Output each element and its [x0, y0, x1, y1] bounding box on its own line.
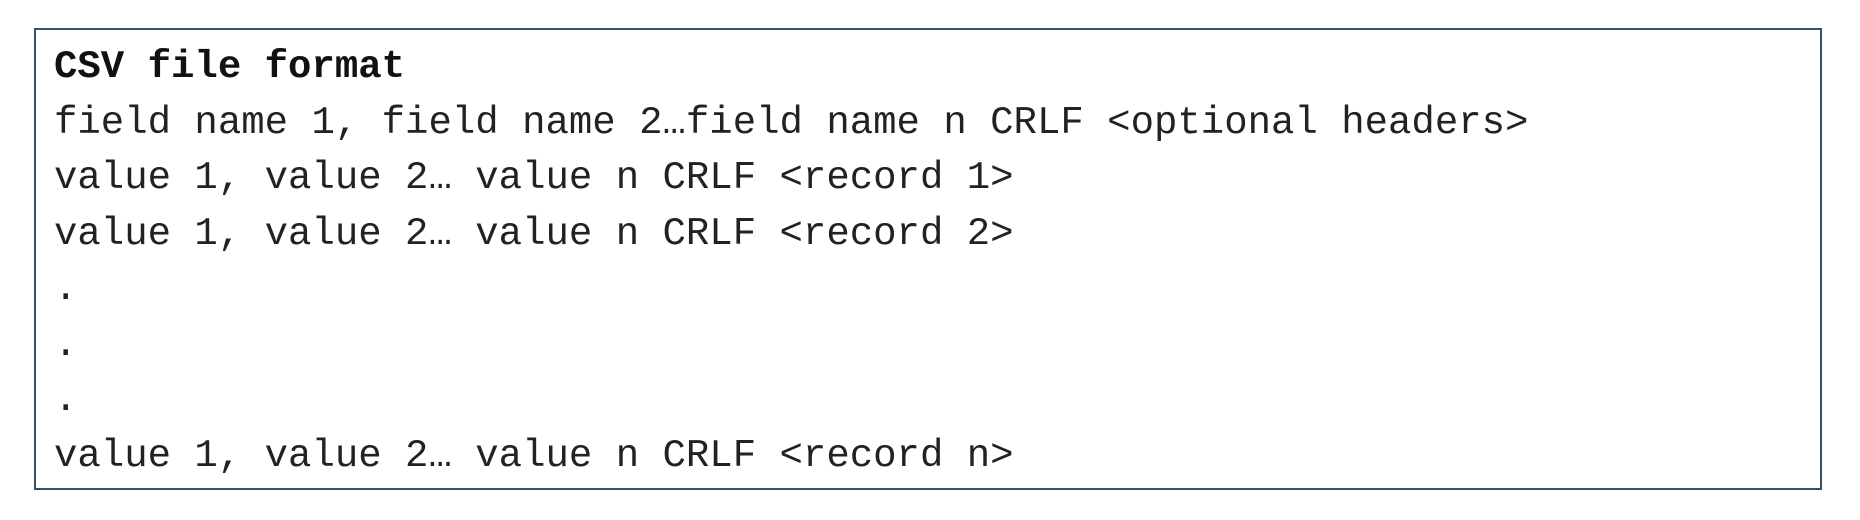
record-line-n: value 1, value 2… value n CRLF <record n…	[54, 433, 1014, 478]
record-line-2: value 1, value 2… value n CRLF <record 2…	[54, 211, 1014, 256]
header-line: field name 1, field name 2…field name n …	[54, 100, 1529, 145]
ellipsis-dot-2: .	[54, 322, 78, 367]
box-title: CSV file format	[54, 45, 406, 89]
csv-format-box: CSV file format field name 1, field name…	[34, 28, 1822, 490]
ellipsis-dot-1: .	[54, 267, 78, 311]
record-line-1: value 1, value 2… value n CRLF <record 1…	[54, 156, 1014, 200]
ellipsis-dot-3: .	[54, 378, 78, 422]
